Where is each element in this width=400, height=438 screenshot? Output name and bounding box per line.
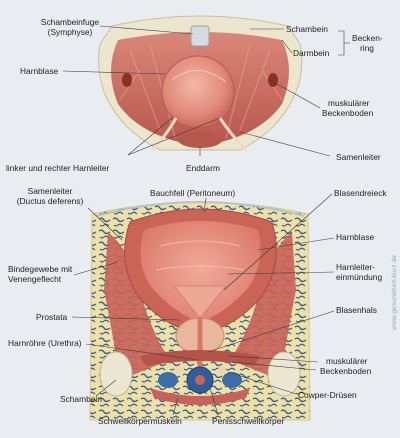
bladder-top	[161, 55, 235, 129]
corpus-cavernosum-right	[222, 372, 242, 388]
label-beckenboden-bottom-line2: Beckenboden	[320, 366, 372, 376]
corpus-cavernosum-left	[158, 372, 178, 388]
label-harnblase-bottom: Harnblase	[336, 232, 375, 242]
label-blasenhals: Blasenhals	[336, 305, 377, 315]
cowper-gland-right	[218, 366, 226, 374]
label-beckenboden-bottom-line1: muskulärer	[326, 356, 368, 366]
symphysis	[190, 25, 210, 47]
label-harnroehre: Harnröhre (Urethra)	[8, 338, 82, 348]
ureter-left	[150, 117, 178, 152]
pelvic-floor-bottom	[140, 350, 260, 366]
label-beckenboden-top-line1: muskulärer	[328, 98, 370, 108]
label-beckenring: Becken- ring	[352, 33, 383, 53]
label-samenleiter-bottom: Samenleiter (Ductus deferens)	[6, 186, 94, 206]
leader-lines	[62, 25, 350, 416]
label-beckenboden-top: muskulärer Beckenboden	[322, 98, 373, 118]
pubic-bone-right	[267, 351, 301, 397]
label-beckenboden-top-line2: Beckenboden	[322, 108, 374, 118]
top-illustration	[98, 15, 303, 152]
pubic-bone-left	[99, 351, 133, 397]
label-bindegewebe-line1: Bindegewebe mit	[8, 264, 73, 274]
lateral-muscle-left	[104, 232, 170, 380]
label-schambein-top: Schambein	[286, 24, 328, 34]
label-prostata: Prostata	[36, 312, 68, 322]
cowper-gland-left	[174, 366, 182, 374]
label-schwellkoerpermuskeln: Schwellkörpermuskeln	[98, 416, 182, 426]
label-harnleitereinmuendung-line1: Harnleiter-	[336, 262, 376, 272]
label-schambein-bottom: Schambein	[60, 394, 102, 404]
label-darmbein: Darmbein	[293, 48, 330, 58]
label-beckenboden-bottom: muskulärer Beckenboden	[320, 356, 371, 376]
label-schambeinfuge: Schambeinfuge (Symphyse)	[40, 17, 100, 37]
lateral-muscle-right	[230, 232, 296, 380]
rectum	[178, 132, 222, 148]
label-harnleiter-top: linker und rechter Harnleiter	[6, 163, 110, 173]
label-harnleitereinmuendung: Harnleiter- einmündung	[336, 262, 382, 282]
label-harnblase-top: Harnblase	[20, 66, 59, 76]
label-samenleiter-bottom-line1: Samenleiter	[27, 186, 73, 196]
label-blasendreieck: Blasendreieck	[334, 188, 387, 198]
trigone	[172, 285, 228, 319]
bottom-illustration	[89, 201, 311, 421]
label-penisschwellkoerper: Penisschwellkörper	[212, 416, 285, 426]
label-harnleitereinmuendung-line2: einmündung	[336, 272, 383, 282]
watermark: www.gesundheit-kurz.de	[391, 254, 398, 330]
ureter-right	[218, 117, 248, 152]
label-schambeinfuge-line1: Schambeinfuge	[40, 17, 100, 27]
label-bindegewebe: Bindegewebe mit Venengeflecht	[8, 264, 72, 284]
label-beckenring-line2: ring	[360, 43, 374, 53]
label-bindegewebe-line2: Venengeflecht	[8, 274, 62, 284]
label-bauchfell: Bauchfell (Peritoneum)	[150, 188, 236, 198]
label-beckenring-line1: Becken-	[352, 33, 383, 43]
peritoneum	[95, 201, 305, 217]
label-enddarm: Enddarm	[186, 163, 220, 173]
erectile-muscles	[150, 388, 250, 405]
label-ductus-line2: (Ductus deferens)	[16, 196, 84, 206]
label-cowper: Cowper-Drüsen	[298, 390, 357, 400]
label-samenleiter-top: Samenleiter	[336, 152, 381, 162]
label-symphyse-line2: (Symphyse)	[47, 27, 93, 37]
bladder-cavity	[140, 221, 261, 330]
